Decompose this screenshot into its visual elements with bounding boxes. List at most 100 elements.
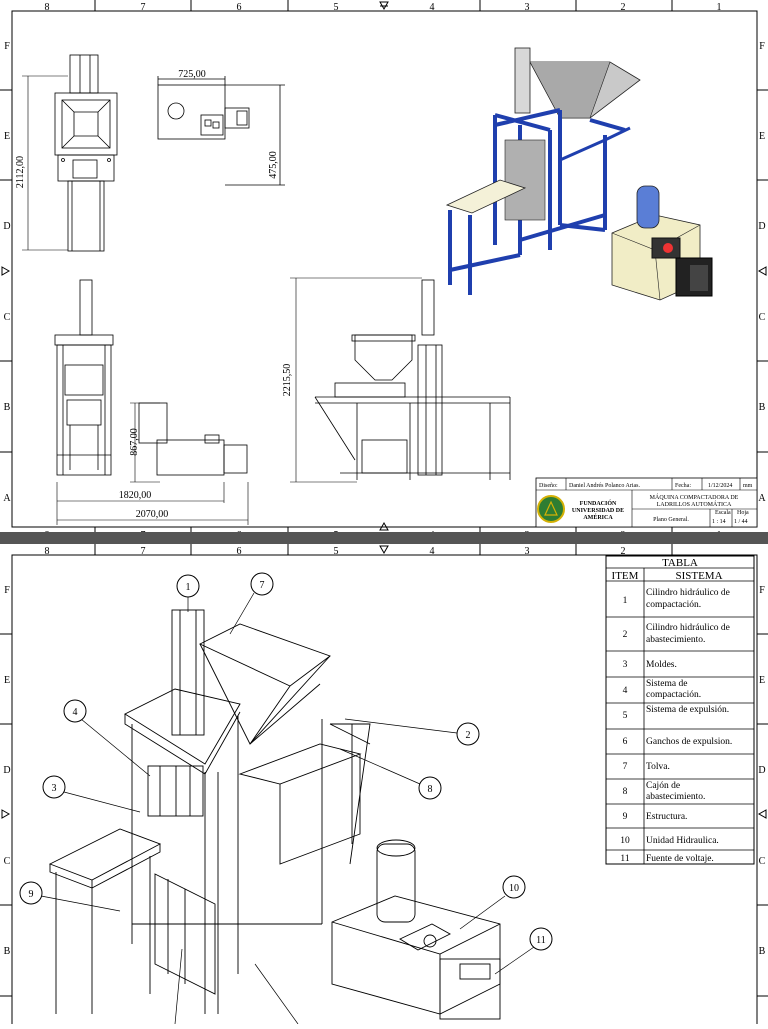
center-mark-bottom bbox=[379, 521, 389, 531]
table-row-6-item: 6 bbox=[623, 737, 628, 747]
dim-side-height: 2215,50 bbox=[282, 364, 293, 397]
balloon-2: 2 bbox=[344, 718, 480, 746]
dim-overall bbox=[56, 482, 249, 525]
dim-867 bbox=[130, 402, 160, 483]
zone-row-D-right: D bbox=[758, 221, 765, 232]
table-header-item: ITEM bbox=[612, 570, 639, 582]
balloon-10: 10 bbox=[459, 875, 526, 930]
tb-plan: Plano General. bbox=[653, 517, 689, 523]
table-row-2-system-line2: abastecimiento. bbox=[646, 635, 705, 645]
balloon-7: 7 bbox=[229, 572, 274, 635]
hydraulic-unit-drawing bbox=[331, 839, 501, 1020]
balloon-11-label: 11 bbox=[536, 935, 546, 946]
balloon-2-label: 2 bbox=[466, 730, 471, 741]
dim-top-width: 725,00 bbox=[178, 69, 206, 80]
zone-col-6: 6 bbox=[237, 2, 242, 13]
table-row-10-system: Unidad Hidraulica. bbox=[646, 836, 719, 846]
balloon-3: 3 bbox=[42, 775, 141, 813]
tb-scale: 1 : 14 bbox=[712, 519, 726, 525]
tb-institution-3: AMÉRICA bbox=[583, 513, 613, 521]
balloon-3-label: 3 bbox=[52, 783, 57, 794]
table-row-7-system: Tolva. bbox=[646, 762, 670, 772]
front-view-top bbox=[54, 54, 118, 252]
balloon-8-label: 8 bbox=[428, 784, 433, 795]
center-mark-right-2 bbox=[757, 809, 767, 819]
balloon-11: 11 bbox=[494, 927, 553, 975]
dim-2112 bbox=[22, 75, 68, 251]
zone2-row-E-right: E bbox=[759, 675, 765, 686]
dim-unit-height: 867,00 bbox=[129, 428, 140, 456]
zone-row-C-right: C bbox=[759, 312, 766, 323]
tb-date-label: Fecha: bbox=[675, 483, 691, 489]
tb-institution-2: UNIVERSIDAD DE bbox=[572, 508, 624, 514]
zone2-row-B-right: B bbox=[759, 946, 766, 957]
table-row-3-item: 3 bbox=[623, 660, 628, 670]
isometric-colored-view bbox=[445, 47, 713, 301]
zone2-row-F: F bbox=[4, 585, 10, 596]
inner-border bbox=[11, 10, 758, 528]
zone2-row-B: B bbox=[4, 946, 11, 957]
zone2-col-4: 4 bbox=[430, 546, 435, 557]
tb-institution-1: FUNDACIÓN bbox=[580, 499, 617, 507]
zone-ticks bbox=[0, 0, 768, 532]
dim-overall-2: 2070,00 bbox=[136, 509, 169, 520]
center-mark-left bbox=[1, 266, 11, 276]
table-row-8-system-line1: Cajón de bbox=[646, 781, 680, 791]
tb-sheet: 1 / 44 bbox=[734, 519, 748, 525]
table-row-11-system: Fuente de voltaje. bbox=[646, 854, 714, 864]
table-row-7-item: 7 bbox=[623, 762, 628, 772]
zone-row-D: D bbox=[3, 221, 10, 232]
inner-border-2 bbox=[11, 554, 758, 1029]
parts-table bbox=[605, 555, 755, 865]
table-row-2-item: 2 bbox=[623, 630, 628, 640]
zone-col-8: 8 bbox=[45, 2, 50, 13]
table-row-4-system-line2: compactación. bbox=[646, 690, 701, 700]
table-title: TABLA bbox=[662, 557, 698, 569]
table-row-1-item: 1 bbox=[623, 596, 628, 606]
balloon-9-label: 9 bbox=[29, 889, 34, 900]
table-row-11-item: 11 bbox=[620, 854, 629, 864]
zone-col-3: 3 bbox=[525, 2, 530, 13]
table-row-1-system-line1: Cilindro hidráulico de bbox=[646, 588, 730, 598]
table-row-5-system: Sistema de expulsión. bbox=[646, 705, 729, 715]
tb-design-label: Diseño: bbox=[539, 483, 558, 489]
university-logo bbox=[537, 495, 565, 523]
table-iso bbox=[445, 179, 527, 214]
side-elevation bbox=[314, 279, 511, 480]
tb-scale-label: Escala bbox=[715, 510, 731, 516]
balloons: 1 7 4 2 3 8 9 bbox=[19, 572, 553, 1025]
zone2-row-E: E bbox=[4, 675, 10, 686]
zone-row-F-right: F bbox=[759, 41, 765, 52]
zone2-col-3: 3 bbox=[525, 546, 530, 557]
zone-col-1: 1 bbox=[717, 2, 722, 13]
table-row-6-system: Ganchos de expulsion. bbox=[646, 737, 732, 747]
zone-row-F: F bbox=[4, 41, 10, 52]
drawing-sheet-1: 8 7 6 5 4 3 2 1 8 7 6 5 4 3 2 1 F E D C … bbox=[0, 0, 768, 541]
center-mark-top bbox=[379, 1, 389, 11]
zone-row-E: E bbox=[4, 131, 10, 142]
balloon-4: 4 bbox=[63, 699, 151, 777]
sheet1-drawing: 8 7 6 5 4 3 2 1 8 7 6 5 4 3 2 1 F E D C … bbox=[0, 0, 768, 541]
table-row-8-item: 8 bbox=[623, 787, 628, 797]
cylinder-iso bbox=[514, 47, 531, 114]
zone2-col-2: 2 bbox=[621, 546, 626, 557]
zone-col-7: 7 bbox=[141, 2, 146, 13]
title-block bbox=[535, 477, 758, 528]
top-view bbox=[157, 76, 285, 186]
table-row-5-item: 5 bbox=[623, 711, 628, 721]
zone2-row-D-right: D bbox=[758, 765, 765, 776]
table-header-system: SISTEMA bbox=[675, 570, 722, 582]
table-body: 1 Cilindro hidráulico de compactación. 2… bbox=[620, 588, 732, 864]
dim-2215 bbox=[290, 277, 422, 483]
sheet2-drawing: 8 7 6 5 4 3 2 F E D C B F E D C B bbox=[0, 544, 768, 1029]
front-elevation bbox=[54, 279, 248, 476]
page-separator bbox=[0, 532, 768, 544]
dim-overall-1: 1820,00 bbox=[119, 490, 152, 501]
balloon-1: 1 bbox=[176, 574, 200, 612]
zone-row-B-right: B bbox=[759, 402, 766, 413]
zone2-row-C-right: C bbox=[759, 856, 766, 867]
balloon-9: 9 bbox=[19, 881, 121, 912]
zone-col-4: 4 bbox=[430, 2, 435, 13]
zone-row-B: B bbox=[4, 402, 11, 413]
balloon-10-label: 10 bbox=[509, 883, 519, 894]
